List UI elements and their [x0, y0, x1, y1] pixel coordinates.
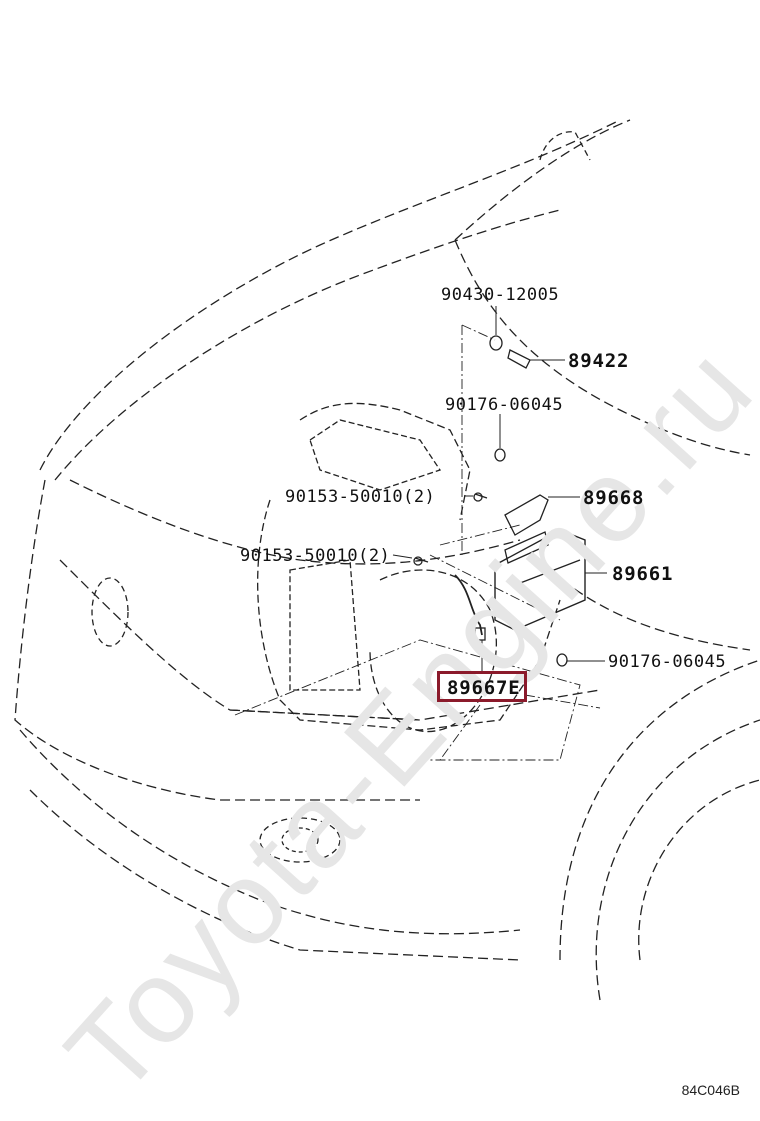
- label-90176-06045-lower[interactable]: 90176-06045: [608, 652, 727, 672]
- ecu-bracket: [504, 494, 549, 536]
- grille-top: [69, 479, 521, 565]
- label-90153-50010-upper[interactable]: 90153-50010(2): [285, 487, 436, 507]
- bumper-lower: [29, 789, 521, 961]
- engine-body: [257, 499, 561, 731]
- fog-lamp: [259, 817, 341, 863]
- engine-cover: [309, 419, 442, 491]
- label-90430-12005[interactable]: 90430-12005: [441, 285, 560, 305]
- sensor-89422: [507, 349, 531, 369]
- bumper-line: [19, 729, 521, 935]
- front-fascia: [14, 479, 420, 801]
- gasket-90430: [489, 335, 503, 351]
- harness: [454, 574, 483, 636]
- drawing-code: 84C046B: [681, 1082, 740, 1098]
- emblem: [91, 577, 129, 647]
- hood-bump: [539, 131, 591, 161]
- nut-90176b: [556, 653, 568, 667]
- grille-lower: [59, 559, 421, 721]
- ecu-body: [494, 529, 586, 631]
- label-89667E[interactable]: 89667E: [447, 677, 521, 699]
- nut-90176a: [494, 448, 506, 462]
- highlighted-part-box[interactable]: 89667E: [437, 671, 527, 702]
- label-90153-50010-lower[interactable]: 90153-50010(2): [240, 546, 391, 566]
- fender-line: [454, 239, 751, 456]
- ecu-connector: [504, 531, 549, 564]
- ecu-front: [514, 559, 581, 586]
- wheel-arch: [559, 659, 760, 961]
- engine-side: [289, 559, 361, 691]
- label-89661[interactable]: 89661: [612, 563, 674, 585]
- label-89422[interactable]: 89422: [568, 350, 630, 372]
- label-89668[interactable]: 89668: [583, 487, 645, 509]
- fog-lamp-inner: [281, 827, 319, 853]
- transaxle: [369, 569, 497, 733]
- construction-lines: [234, 324, 601, 761]
- engine-bay-line: [229, 689, 601, 721]
- bolt-90153a: [474, 493, 488, 499]
- engine-top: [299, 402, 471, 521]
- fender-edge: [539, 559, 751, 651]
- harness-clip: [474, 627, 486, 641]
- hood-edge-inner: [54, 209, 561, 481]
- hood-outline: [39, 119, 621, 471]
- windshield-edge: [454, 119, 631, 241]
- tire-inner: [638, 779, 760, 961]
- leader-lines: [392, 306, 607, 671]
- tire-outer: [595, 719, 760, 1001]
- label-90176-06045-upper[interactable]: 90176-06045: [445, 395, 564, 415]
